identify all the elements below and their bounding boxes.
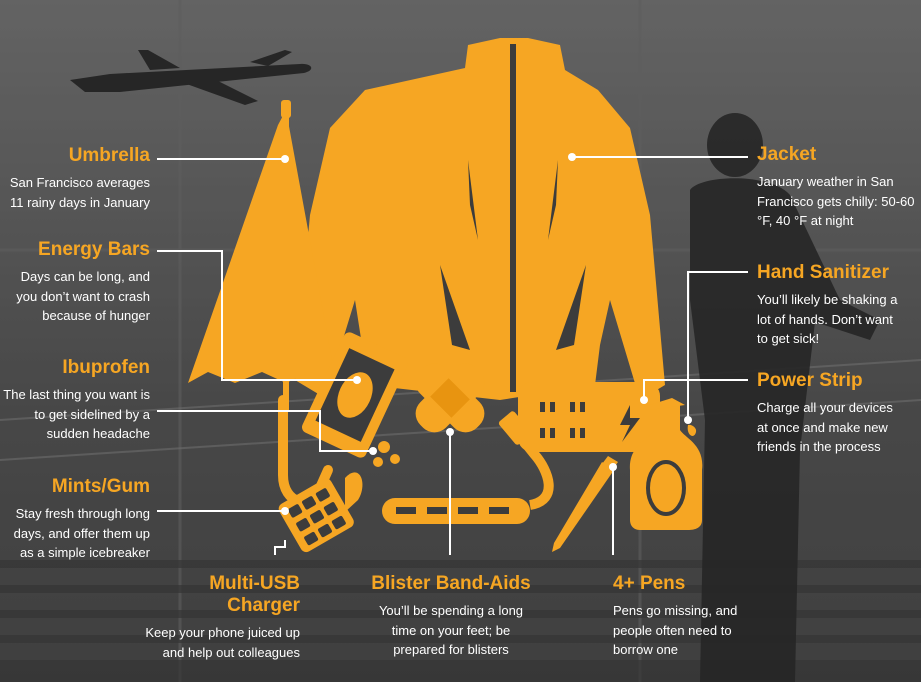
callout-energy-bars: Energy Bars Days can be long, and you do… — [0, 239, 150, 326]
power-strip-description: Charge all your devices at once and make… — [757, 400, 893, 454]
umbrella-icon — [188, 100, 336, 507]
blister-band-aids-description: You’ll be spending a long time on your f… — [378, 603, 524, 657]
connector-dots — [281, 153, 692, 515]
gum-pack-icon — [278, 472, 363, 553]
power-strip-title: Power Strip — [757, 370, 863, 391]
umbrella-title: Umbrella — [68, 145, 150, 166]
connector-lines — [157, 156, 748, 555]
callout-power-strip: Power Strip Charge all your devices at o… — [757, 370, 907, 457]
callout-blister-band-aids: Blister Band-Aids You’ll be spending a l… — [365, 573, 537, 660]
callout-mints-gum: Mints/Gum Stay fresh through long days, … — [0, 476, 150, 563]
ibuprofen-description: The last thing you want is to get sideli… — [3, 387, 150, 441]
callout-multi-usb-charger: Multi-USB Charger Keep your phone juiced… — [125, 573, 300, 662]
energy-bars-description: Days can be long, and you don’t want to … — [16, 269, 150, 323]
mints-gum-title: Mints/Gum — [51, 476, 150, 497]
sanitizer-icon — [629, 398, 703, 530]
power-strip-icon — [518, 362, 660, 452]
callout-hand-sanitizer: Hand Sanitizer You’ll likely be shaking … — [757, 262, 907, 349]
energy-bars-title: Energy Bars — [38, 239, 150, 260]
pens-description: Pens go missing, and people often need t… — [613, 603, 738, 657]
blister-band-aids-title: Blister Band-Aids — [371, 573, 531, 594]
umbrella-description: San Francisco averages 11 rainy days in … — [9, 175, 150, 210]
usb-charger-icon — [382, 411, 554, 524]
jacket-description: January weather in San Francisco gets ch… — [757, 174, 915, 228]
airplane-icon — [70, 50, 312, 105]
pen-icon — [552, 456, 618, 552]
traveler-silhouette — [690, 113, 880, 682]
callout-ibuprofen: Ibuprofen The last thing you want is to … — [0, 357, 150, 444]
callout-umbrella: Umbrella San Francisco averages 11 rainy… — [0, 145, 150, 212]
multi-usb-charger-description: Keep your phone juiced up and help out c… — [145, 625, 300, 660]
energy-bar-icon — [302, 332, 408, 467]
pens-title: 4+ Pens — [613, 573, 686, 594]
hand-sanitizer-description: You’ll likely be shaking a lot of hands.… — [757, 292, 898, 346]
callout-pens: 4+ Pens Pens go missing, and people ofte… — [613, 573, 753, 660]
ibuprofen-title: Ibuprofen — [62, 357, 150, 378]
multi-usb-charger-title: Multi-USB Charger — [209, 573, 300, 616]
hand-sanitizer-title: Hand Sanitizer — [757, 262, 889, 283]
band-aid-icon — [415, 363, 485, 433]
jacket-title: Jacket — [757, 144, 817, 165]
mints-gum-description: Stay fresh through long days, and offer … — [13, 506, 150, 560]
callout-jacket: Jacket January weather in San Francisco … — [757, 144, 915, 231]
jacket-icon — [295, 38, 665, 400]
